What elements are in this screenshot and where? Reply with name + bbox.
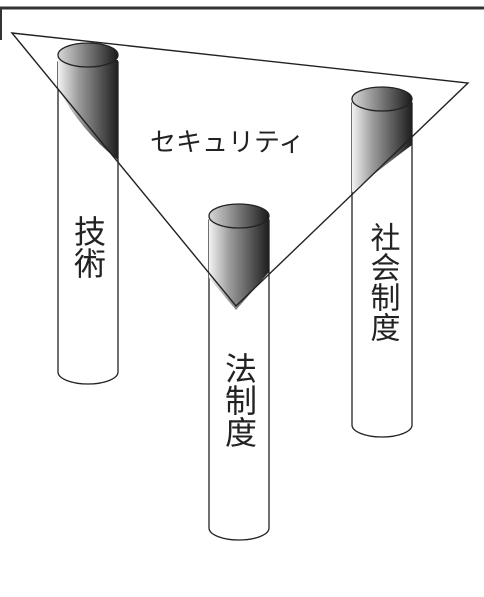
pillar-shakaiseido: 社会制度 xyxy=(351,86,413,438)
pillar-gijutsu-label: 技術 xyxy=(69,215,107,279)
pillar-houseido-top xyxy=(208,203,270,229)
pillar-shakaiseido-cap xyxy=(352,101,412,192)
security-label: セキュリティ xyxy=(150,128,304,158)
pillar-houseido-body xyxy=(208,219,270,541)
pillar-houseido-cap xyxy=(209,218,269,310)
pillar-shakaiseido-label: 社会制度 xyxy=(365,222,401,342)
security-triangle xyxy=(10,32,470,308)
pillar-shakaiseido-top xyxy=(351,86,413,112)
pillar-gijutsu-cap xyxy=(58,60,118,160)
pillar-houseido: 法制度 xyxy=(208,203,270,541)
pillar-gijutsu-top xyxy=(57,42,119,68)
pillar-gijutsu: 技術 xyxy=(57,42,119,385)
pillar-houseido-label: 法制度 xyxy=(220,352,258,448)
pillar-shakaiseido-body xyxy=(351,102,413,438)
